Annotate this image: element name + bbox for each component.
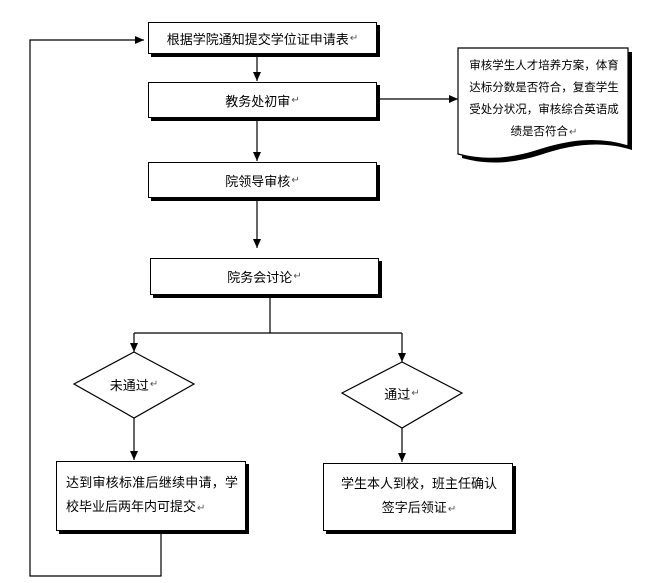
result-pass-box: 学生本人到校，班主任确认签字后领证↵ — [323, 463, 513, 531]
paragraph-mark: ↵ — [291, 94, 300, 106]
decision-fail-label-wrap: 未通过↵ — [84, 372, 184, 396]
step-submit-box: 根据学院通知提交学位证申请表↵ — [148, 22, 377, 54]
result-fail-box: 达到审核标准后继续申请，学校毕业后两年内可提交↵ — [56, 461, 246, 531]
result-pass-text-wrap: 学生本人到校，班主任确认签字后领证↵ — [336, 473, 502, 522]
result-pass-label: 学生本人到校，班主任确认签字后领证 — [340, 477, 497, 516]
paragraph-mark: ↵ — [569, 127, 578, 138]
paragraph-mark: ↵ — [447, 504, 457, 515]
loop-back-line — [29, 36, 162, 577]
decision-pass-label-wrap: 通过↵ — [352, 381, 452, 405]
result-fail-label: 达到审核标准后继续申请，学校毕业后两年内可提交 — [66, 476, 238, 515]
step-initial-review-label: 教务处初审 — [225, 94, 291, 110]
step-leader-review-label: 院领导审核 — [225, 174, 291, 190]
paragraph-mark: ↵ — [149, 378, 159, 390]
note-review-text: 审核学生人才培养方案，体育达标分数是否符合，复查学生受处分状况，审核综合英语成绩… — [469, 58, 619, 138]
note-review-content: 审核学生人才培养方案，体育达标分数是否符合，复查学生受处分状况，审核综合英语成绩… — [464, 54, 624, 144]
paragraph-mark: ↵ — [293, 271, 302, 282]
paragraph-mark: ↵ — [411, 387, 420, 399]
step-leader-review-box: 院领导审核↵ — [148, 162, 377, 198]
step-discussion-box: 院务会讨论↵ — [150, 258, 379, 295]
paragraph-mark: ↵ — [291, 174, 300, 186]
note-document-shape — [457, 47, 629, 160]
paragraph-mark: ↵ — [349, 32, 359, 44]
step-submit-label: 根据学院通知提交学位证申请表 — [166, 32, 349, 48]
decision-fail-label: 未通过 — [109, 378, 149, 394]
decision-pass-label: 通过 — [384, 387, 411, 403]
step-discussion-label: 院务会讨论 — [227, 271, 293, 286]
step-initial-review-box: 教务处初审↵ — [148, 82, 377, 118]
result-fail-text-wrap: 达到审核标准后继续申请，学校毕业后两年内可提交↵ — [66, 472, 238, 528]
paragraph-mark: ↵ — [197, 503, 206, 514]
